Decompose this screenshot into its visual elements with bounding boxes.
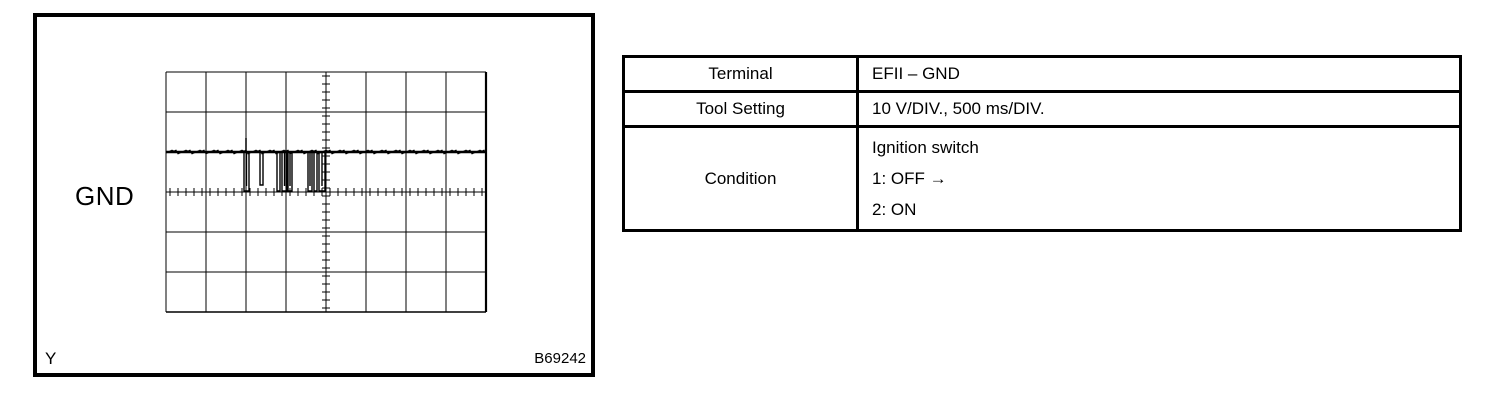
terminal-value-text: EFII – GND xyxy=(872,64,960,83)
measurement-settings-table: Terminal EFII – GND Tool Setting 10 V/DI… xyxy=(622,55,1462,232)
condition-value-line-1: Ignition switch xyxy=(872,138,979,157)
oscilloscope-figure-frame: GND Y B69242 xyxy=(33,13,595,377)
figure-corner-label: Y xyxy=(45,349,57,368)
condition-value-line-2: 1: OFF → xyxy=(872,169,947,188)
terminal-row-value: EFII – GND xyxy=(859,58,1459,90)
tool-setting-row-value: 10 V/DIV., 500 ms/DIV. xyxy=(859,93,1459,125)
terminal-row-header: Terminal xyxy=(625,58,859,90)
tool-setting-row-header: Tool Setting xyxy=(625,93,859,125)
scope-grid-svg xyxy=(165,71,488,313)
table-row-condition: Condition Ignition switch 1: OFF → 2: ON xyxy=(625,125,1459,229)
table-row-tool-setting: Tool Setting 10 V/DIV., 500 ms/DIV. xyxy=(625,90,1459,125)
condition-value-line-3: 2: ON xyxy=(872,200,917,219)
gnd-trace-label: GND xyxy=(75,181,135,211)
condition-row-header: Condition xyxy=(625,128,859,229)
condition-row-value: Ignition switch 1: OFF → 2: ON xyxy=(859,128,1459,229)
tool-setting-value-text: 10 V/DIV., 500 ms/DIV. xyxy=(872,99,1045,118)
figure-id-code: B69242 xyxy=(534,350,586,367)
table-row-terminal: Terminal EFII – GND xyxy=(625,58,1459,90)
